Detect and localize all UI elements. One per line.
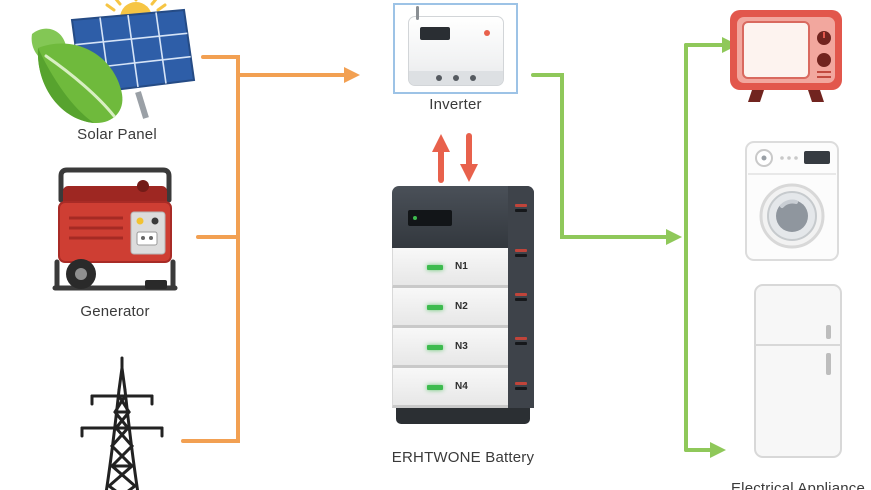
inverter-display (419, 27, 450, 40)
generator-icon (52, 167, 178, 291)
inverter-highlight-box (393, 3, 518, 94)
battery-led (427, 265, 443, 270)
battery-module-label: N4 (455, 381, 468, 392)
arrowhead-to-inverter (344, 67, 360, 83)
generator-label: Generator (80, 303, 150, 320)
battery-led (427, 345, 443, 350)
solar-panel-label: Solar Panel (77, 126, 157, 143)
inverter-icon (407, 6, 504, 86)
battery-led (427, 385, 443, 390)
inverter-led (483, 30, 490, 36)
battery-arrowheads (432, 134, 478, 182)
battery-label: ERHTWONE Battery (391, 449, 535, 466)
solar-panel-icon (31, 0, 196, 124)
inverter-ports (408, 71, 503, 85)
battery-side-connectors (508, 186, 534, 408)
inverter-label: Inverter (429, 96, 482, 113)
transmission-tower-icon (80, 356, 164, 490)
battery-led (427, 305, 443, 310)
battery-module-label: N1 (455, 261, 468, 272)
battery-wires (438, 133, 472, 183)
appliances-label: Electrical Appliance (730, 480, 866, 490)
battery-base (396, 408, 530, 424)
washing-machine-icon (745, 141, 839, 261)
inverter-antenna (415, 6, 419, 20)
battery-module-label: N2 (455, 301, 468, 312)
battery-power-led (413, 216, 417, 220)
battery-module-label: N3 (455, 341, 468, 352)
tv-icon (730, 10, 842, 102)
source-wires (181, 55, 346, 443)
load-wires (531, 43, 724, 452)
battery-display (408, 210, 452, 226)
refrigerator-icon (754, 284, 842, 458)
battery-stack-icon: N1 N2 N3 N4 (392, 186, 534, 424)
